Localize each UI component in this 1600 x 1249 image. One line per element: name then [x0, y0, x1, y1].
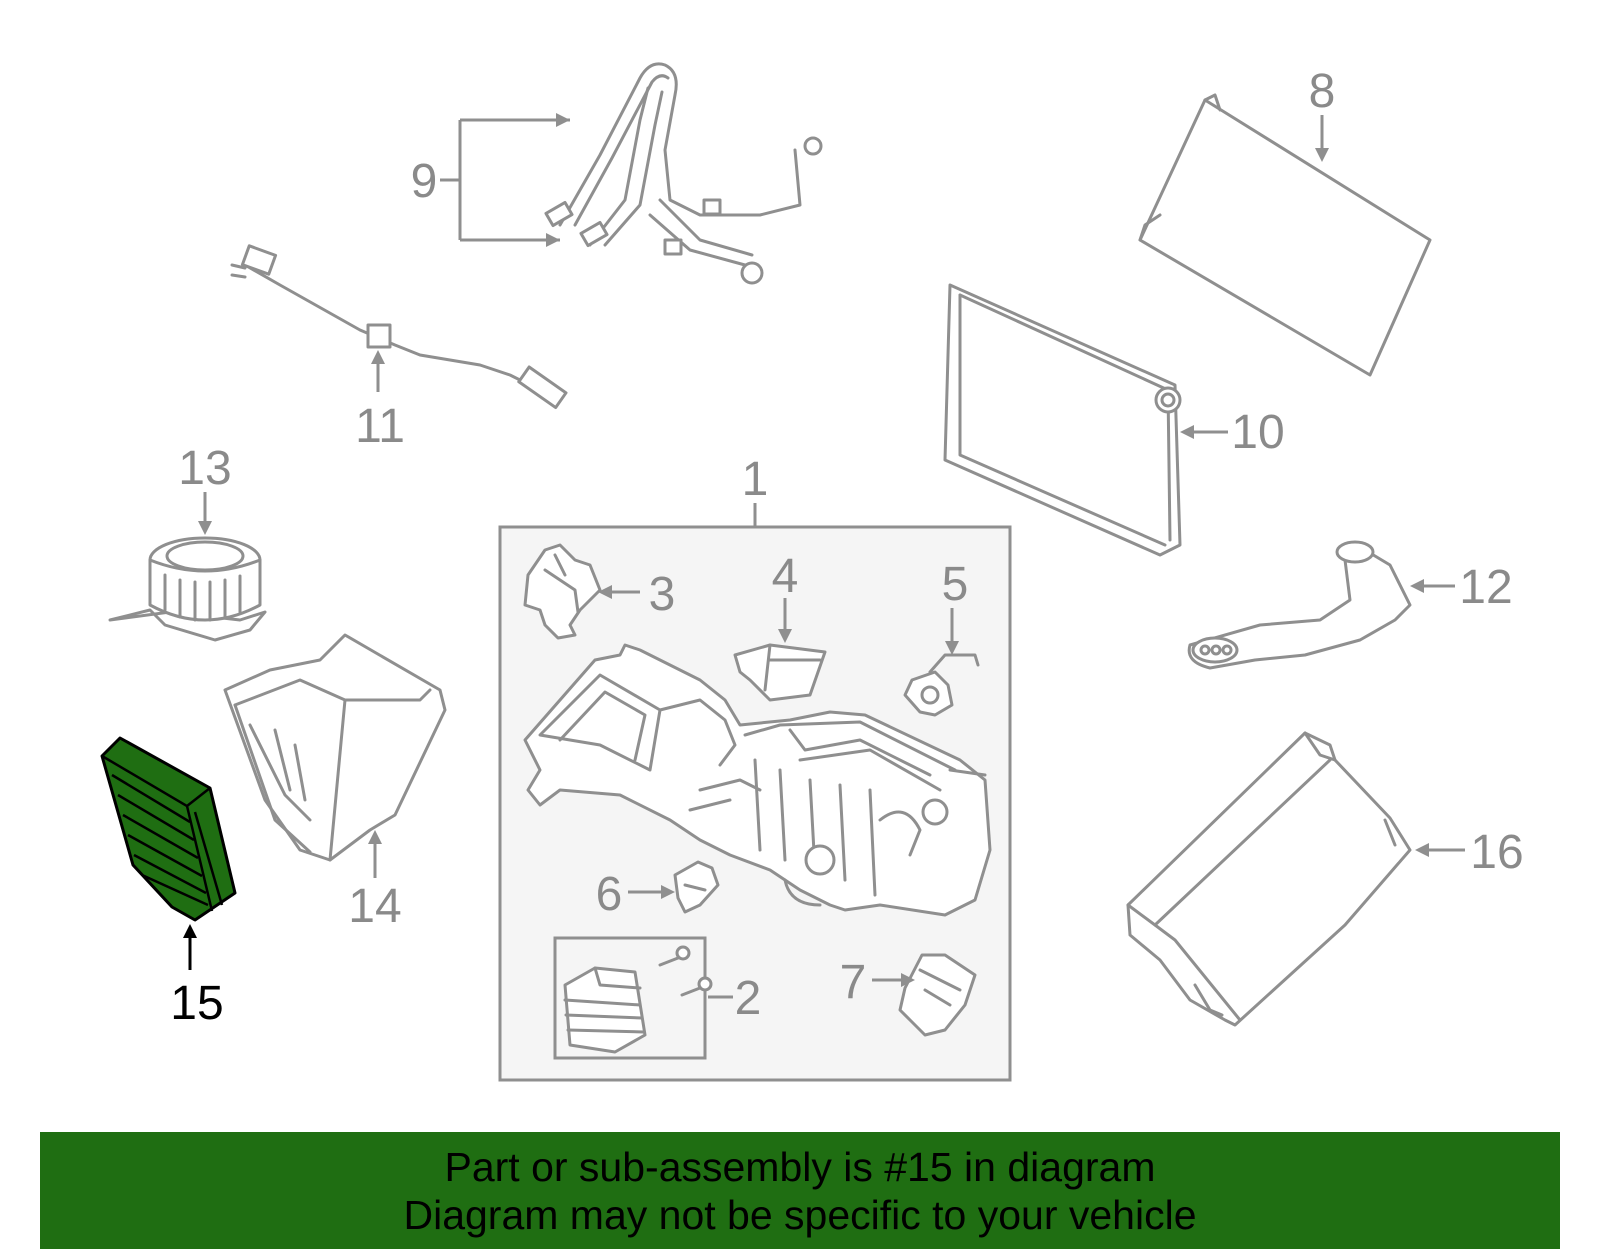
arrow-8 — [1315, 148, 1329, 162]
part-3-actuator[interactable] — [523, 543, 602, 640]
arrow-10 — [1180, 425, 1194, 439]
banner-line-1: Part or sub-assembly is #15 in diagram — [444, 1143, 1156, 1190]
part-8-panel[interactable] — [1138, 93, 1432, 377]
arrow-16 — [1415, 843, 1429, 857]
label-11: 11 — [355, 400, 405, 453]
label-4: 4 — [772, 550, 799, 603]
part-14-housing[interactable] — [223, 633, 447, 862]
label-14: 14 — [348, 880, 401, 933]
label-12: 12 — [1459, 561, 1512, 614]
label-2: 2 — [735, 972, 762, 1025]
label-8: 8 — [1309, 65, 1336, 118]
part-13-blower[interactable] — [108, 536, 267, 642]
label-7: 7 — [840, 956, 867, 1009]
arrow-9a — [556, 113, 570, 127]
arrow-13 — [198, 521, 212, 535]
parts-diagram: 1 2 3 4 5 6 7 8 9 10 11 12 13 14 15 16 — [100, 62, 1524, 1082]
part-16-evaporator[interactable] — [1126, 731, 1412, 1027]
label-5: 5 — [942, 558, 969, 611]
label-6: 6 — [596, 868, 623, 921]
arrow-15 — [183, 924, 197, 938]
label-13: 13 — [178, 442, 231, 495]
label-1: 1 — [742, 453, 769, 506]
part-7-actuator[interactable] — [898, 953, 977, 1037]
label-15: 15 — [170, 977, 223, 1030]
info-banner: Part or sub-assembly is #15 in diagram D… — [40, 1132, 1560, 1249]
part-2-resistor[interactable] — [563, 945, 713, 1054]
arrow-11 — [371, 350, 385, 364]
part-11-sensor-harness[interactable] — [230, 244, 568, 410]
label-3: 3 — [649, 568, 676, 621]
arrow-7 — [901, 973, 915, 987]
arrow-6 — [661, 885, 675, 899]
part-9-pipes[interactable] — [544, 62, 823, 285]
arrow-12 — [1410, 579, 1424, 593]
label-16: 16 — [1470, 826, 1523, 879]
part-12-duct[interactable] — [1187, 540, 1412, 670]
part-5-sensor[interactable] — [903, 653, 980, 717]
part-1-hvac-case[interactable] — [523, 643, 992, 917]
part-4-actuator[interactable] — [733, 643, 827, 702]
arrow-9b — [546, 233, 560, 247]
arrow-4 — [778, 629, 792, 643]
arrow-3 — [598, 585, 612, 599]
banner-line-2: Diagram may not be specific to your vehi… — [403, 1191, 1197, 1238]
part-10-core[interactable] — [943, 283, 1182, 557]
arrow-5 — [945, 641, 959, 655]
arrow-14 — [368, 830, 382, 844]
part-15-cabin-filter[interactable] — [100, 736, 237, 922]
label-10: 10 — [1231, 406, 1284, 459]
label-9: 9 — [411, 155, 438, 208]
leader-9 — [440, 118, 570, 242]
part-6-clip[interactable] — [673, 860, 720, 914]
